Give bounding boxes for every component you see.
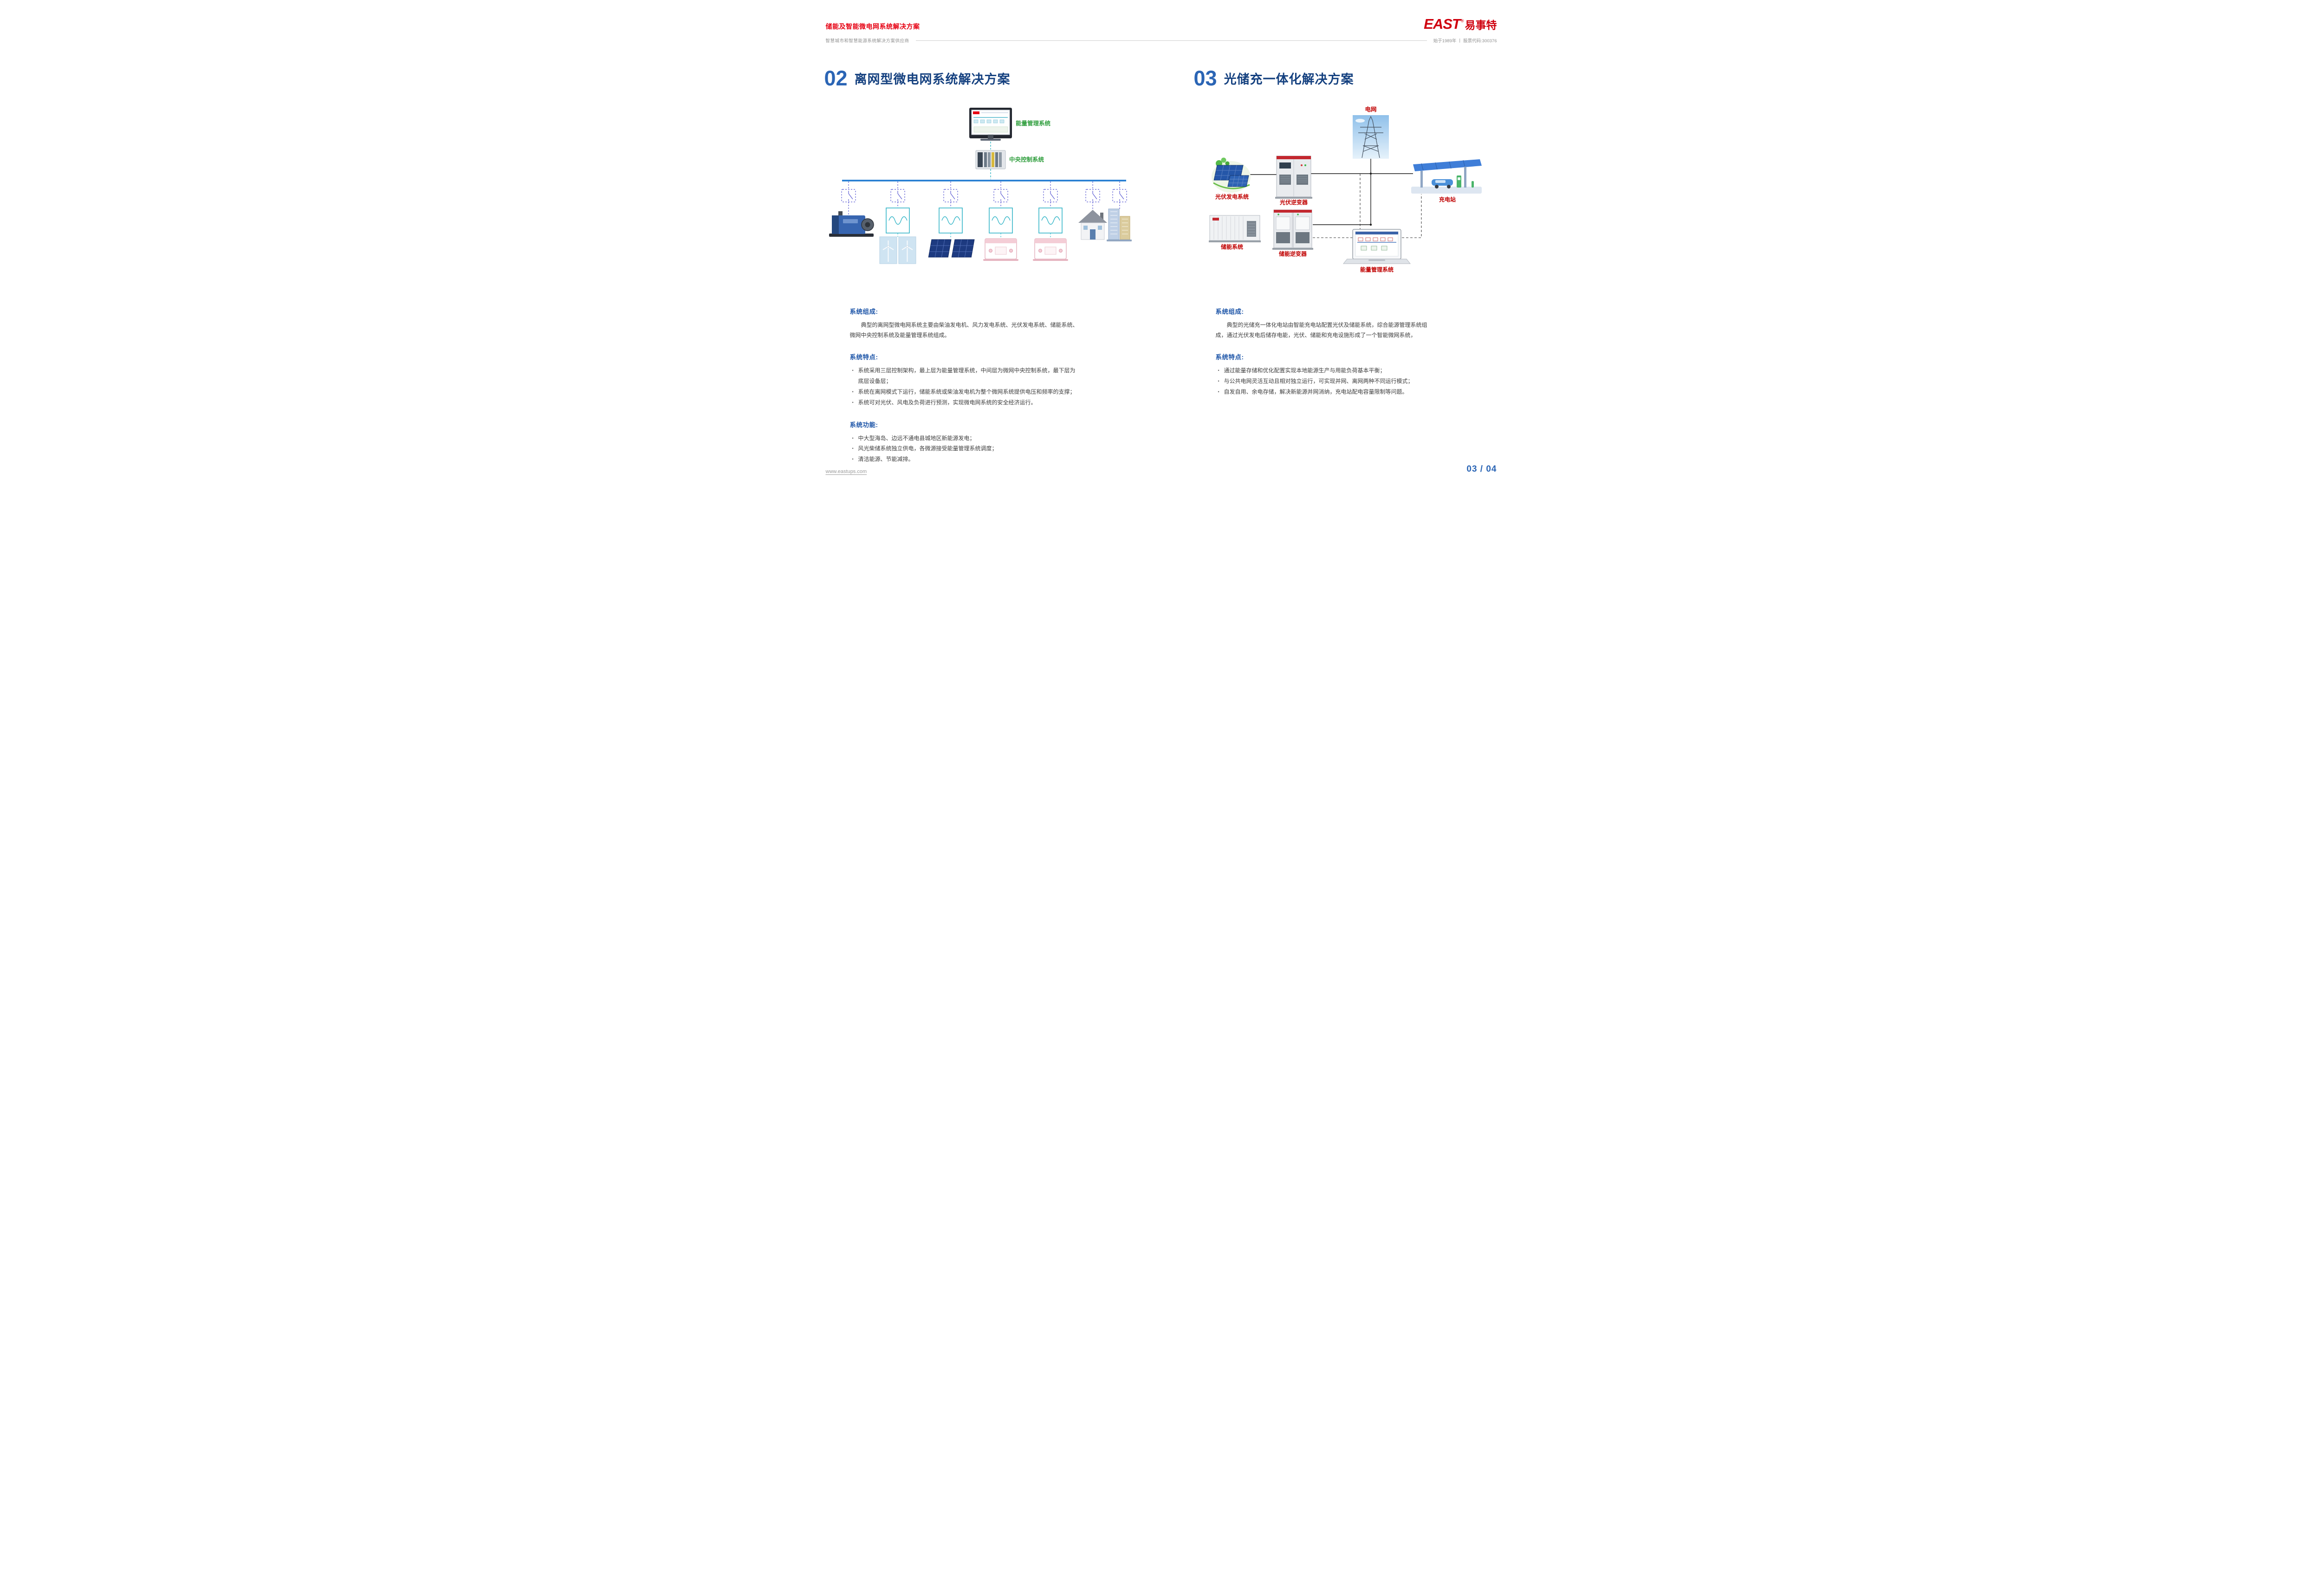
charging-station-label: 充电站 (1439, 196, 1455, 203)
list-item: 中大型海岛、边远不通电县城地区新能源发电； (850, 433, 1080, 444)
feeder-switch-wind (890, 182, 905, 208)
ems-system-label: 能量管理系统 (1360, 266, 1393, 273)
website-link[interactable]: www.eastups.com (825, 469, 867, 474)
header-subtitle: 智慧城市和智慧能源系统解决方案供应商 (825, 39, 909, 44)
feeder-switch-battery-2 (1043, 182, 1058, 208)
battery-inverter-1-icon (988, 208, 1013, 234)
list-item: 系统在离网模式下运行，储能系统或柴油发电机为整个微网系统提供电压和频率的支撑； (850, 387, 1080, 397)
pvsc-features-section: 系统特点: 通过能量存储和优化配置实现本地能源生产与用能负荷基本平衡； 与公共电… (1216, 352, 1439, 397)
pvsc-composition-section: 系统组成: 典型的光储充一体化电站由智能充电站配置光伏及储能系统，综合能源管理系… (1216, 306, 1439, 340)
section-name-pv-storage-charging: 光储充一体化解决方案 (1224, 72, 1354, 86)
brochure-page: 储能及智能微电网系统解决方案 EAST®易事特 智慧城市和智慧能源系统解决方案供… (795, 0, 1526, 499)
ems-laptop-icon (1342, 229, 1411, 264)
diesel-generator-icon (829, 211, 874, 237)
pv-system-icon (1211, 157, 1251, 193)
list-item: 清洁能源、节能减排。 (850, 454, 1080, 465)
buildings-icon (1106, 208, 1132, 241)
offgrid-features-section: 系统特点: 系统采用三层控制架构，最上层为能量管理系统，中间层为微网中央控制系统… (850, 352, 1080, 408)
feeder-switch-house (1085, 182, 1100, 209)
battery-cabinet-1-icon (983, 238, 1018, 261)
house-icon (1078, 210, 1107, 240)
pv-inverter-icon (1275, 156, 1312, 199)
battery-cabinet-2-icon (1032, 238, 1068, 261)
grid-label: 电网 (1365, 106, 1376, 113)
features-heading: 系统特点: (1215, 354, 1244, 361)
features-list: 系统采用三层控制架构，最上层为能量管理系统，中间层为微网中央控制系统，最下层为底… (850, 365, 1080, 408)
grid-tower-icon (1352, 115, 1389, 159)
composition-body: 典型的离网型微电网系统主要由柴油发电机、风力发电系统、光伏发电系统、储能系统、微… (849, 322, 1078, 339)
pv-panels-icon (928, 239, 975, 258)
east-logo: EAST®易事特 (1424, 16, 1497, 32)
functions-list: 中大型海岛、边远不通电县城地区新能源发电； 风光柴储系统独立供电，各微源接受能量… (850, 433, 1080, 465)
feeder-switch-pv (943, 182, 958, 208)
section-title-pv-storage-charging: 03 光储充一体化解决方案 (1194, 68, 1354, 89)
ccs-label: 中央控制系统 (1009, 156, 1044, 163)
header-divider (915, 40, 1427, 41)
comm-lines (1312, 174, 1422, 238)
features-list: 通过能量存储和优化配置实现本地能源生产与用能负荷基本平衡； 与公共电网灵活互动且… (1216, 365, 1439, 397)
pv-storage-charging-diagram: 电网 光伏发电 (1208, 106, 1482, 273)
ems-label: 能量管理系统 (1016, 120, 1051, 127)
charging-station-icon (1411, 159, 1482, 194)
central-controller-icon (975, 150, 1005, 169)
section-title-offgrid: 02 离网型微电网系统解决方案 (824, 68, 1011, 89)
list-item: 风光柴储系统独立供电，各微源接受能量管理系统调度； (850, 443, 1080, 454)
junction-dot-2 (1369, 223, 1372, 226)
wind-inverter-icon (885, 208, 910, 234)
logo-east-text: EAST (1424, 16, 1461, 32)
feeder-switch-generator (841, 182, 856, 214)
list-item: 自发自用、余电存储，解决新能源并网消纳，充电站配电容量限制等问题。 (1216, 387, 1439, 397)
storage-inverter-icon (1272, 209, 1313, 250)
ess-container-icon (1208, 215, 1261, 242)
features-heading: 系统特点: (849, 354, 878, 361)
composition-heading: 系统组成: (1215, 308, 1244, 315)
power-lines (1248, 159, 1413, 225)
feeder-switch-battery-1 (993, 182, 1008, 208)
ems-monitor-icon (969, 108, 1012, 141)
offgrid-text-column: 系统组成: 典型的离网型微电网系统主要由柴油发电机、风力发电系统、光伏发电系统、… (850, 306, 1080, 476)
header-tagline: 始于1989年 丨 股票代码:300376 (1433, 39, 1497, 44)
ess-label: 储能系统 (1220, 243, 1243, 250)
pv-inverter-label: 光伏逆变器 (1279, 199, 1308, 206)
battery-inverter-2-icon (1038, 208, 1063, 234)
storage-inverter-label: 储能逆变器 (1278, 250, 1307, 257)
wind-turbines-icon (879, 236, 916, 264)
section-number-02: 02 (824, 66, 848, 90)
offgrid-microgrid-diagram: 能量管理系统 中央控制系统 (829, 108, 1132, 264)
composition-body: 典型的光储充一体化电站由智能充电站配置光伏及储能系统，综合能源管理系统组成，通过… (1215, 322, 1427, 339)
section-number-03: 03 (1193, 66, 1217, 90)
junction-dot-1 (1369, 172, 1372, 175)
list-item: 系统采用三层控制架构，最上层为能量管理系统，中间层为微网中央控制系统，最下层为底… (850, 365, 1080, 387)
logo-chinese-text: 易事特 (1465, 19, 1497, 31)
functions-heading: 系统功能: (849, 421, 878, 428)
list-item: 系统可对光伏、风电及负荷进行预测，实现微电网系统的安全经济运行。 (850, 397, 1080, 408)
pv-system-label: 光伏发电系统 (1214, 193, 1248, 200)
offgrid-composition-section: 系统组成: 典型的离网型微电网系统主要由柴油发电机、风力发电系统、光伏发电系统、… (850, 306, 1080, 340)
header-divider-row: 智慧城市和智慧能源系统解决方案供应商 始于1989年 丨 股票代码:300376 (826, 37, 1497, 44)
header-title: 储能及智能微电网系统解决方案 (825, 23, 920, 30)
feeder-switch-building (1112, 182, 1127, 209)
pv-storage-text-column: 系统组成: 典型的光储充一体化电站由智能充电站配置光伏及储能系统，综合能源管理系… (1216, 306, 1439, 409)
logo-registered-mark: ® (1460, 19, 1464, 23)
section-name-offgrid: 离网型微电网系统解决方案 (854, 72, 1011, 86)
page-number: 03 / 04 (1466, 464, 1497, 474)
list-item: 通过能量存储和优化配置实现本地能源生产与用能负荷基本平衡； (1216, 365, 1439, 376)
list-item: 与公共电网灵活互动且相对独立运行，可实现并网、离网两种不同运行模式； (1216, 376, 1439, 387)
pv-inverter-box-icon (938, 208, 963, 234)
offgrid-functions-section: 系统功能: 中大型海岛、边远不通电县城地区新能源发电； 风光柴储系统独立供电，各… (850, 420, 1080, 465)
composition-heading: 系统组成: (849, 308, 878, 315)
